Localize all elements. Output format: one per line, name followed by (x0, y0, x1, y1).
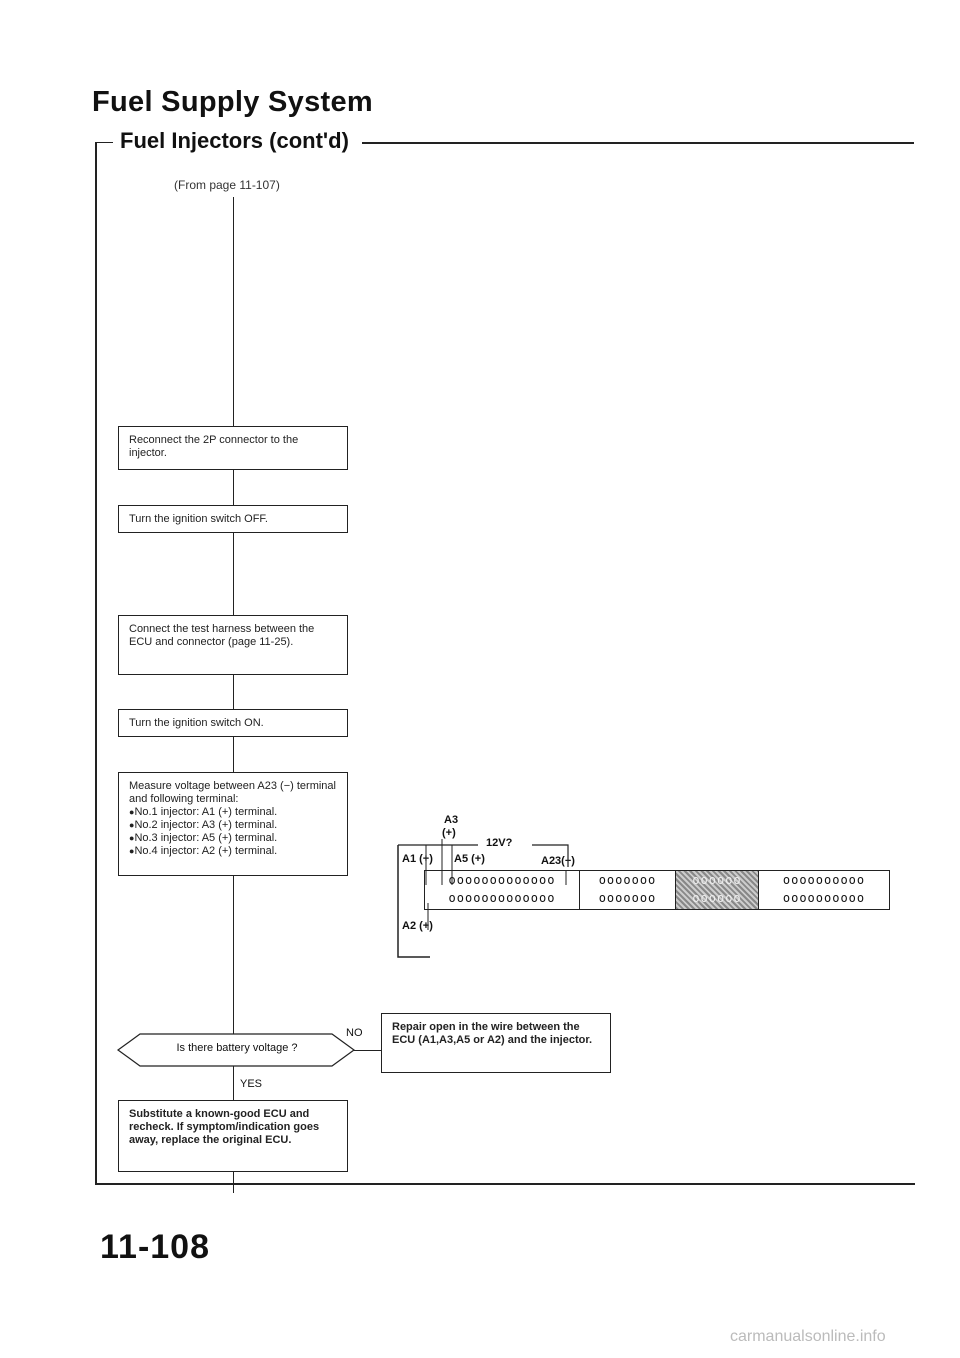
label-a5: A5 (+) (454, 853, 485, 865)
label-a3: A3 (444, 814, 459, 826)
from-page-ref: (From page 11-107) (174, 178, 280, 192)
measure-intro: Measure voltage between A23 (−) terminal… (129, 780, 336, 805)
label-voltage: 12V? (486, 837, 513, 849)
watermark: carmanualsonline.info (730, 1328, 886, 1345)
measure-item: No.1 injector: A1 (+) terminal. (129, 806, 337, 819)
label-a23: A23(−) (541, 855, 575, 867)
header-rule (362, 142, 914, 144)
label-a3-sign: (+) (442, 827, 456, 839)
label-a1: A1 (+) (402, 853, 433, 865)
meter-wiring (397, 839, 569, 958)
page-title: Fuel Supply System (92, 86, 373, 118)
header-tick (95, 142, 113, 143)
step-ignition-off: Turn the ignition switch OFF. (118, 505, 348, 533)
flow-line (233, 197, 234, 1193)
pin-block-3-shaded: oooooo oooooo (676, 871, 759, 909)
label-a2: A2 (+) (402, 920, 433, 932)
section-subtitle: Fuel Injectors (cont'd) (120, 128, 349, 153)
page-frame-bottom (95, 1183, 915, 1185)
yes-label: YES (240, 1078, 263, 1090)
repair-wire-box: Repair open in the wire between the ECU … (381, 1013, 611, 1073)
ecu-connector: ooooooooooooo ooooooooooooo ooooooo oooo… (424, 870, 890, 910)
measure-item: No.3 injector: A5 (+) terminal. (129, 832, 337, 845)
step-connect-test-harness: Connect the test harness between the ECU… (118, 615, 348, 675)
substitute-ecu-box: Substitute a known-good ECU and recheck.… (118, 1100, 348, 1172)
pin-block-1: ooooooooooooo ooooooooooooo (425, 871, 580, 909)
page-number: 11-108 (100, 1228, 210, 1266)
pin-block-2: ooooooo ooooooo (580, 871, 676, 909)
no-branch-line (354, 1050, 382, 1051)
step-reconnect-connector: Reconnect the 2P connector to the inject… (118, 426, 348, 470)
decision-question: Is there battery voltage ? (176, 1042, 298, 1054)
step-ignition-on: Turn the ignition switch ON. (118, 709, 348, 737)
no-label: NO (346, 1027, 363, 1039)
step-measure-voltage: Measure voltage between A23 (−) terminal… (118, 772, 348, 876)
page-frame-left (95, 142, 97, 1184)
measure-item: No.2 injector: A3 (+) terminal. (129, 819, 337, 832)
pin-block-4: oooooooooo oooooooooo (782, 873, 866, 905)
measure-item: No.4 injector: A2 (+) terminal. (129, 845, 337, 858)
